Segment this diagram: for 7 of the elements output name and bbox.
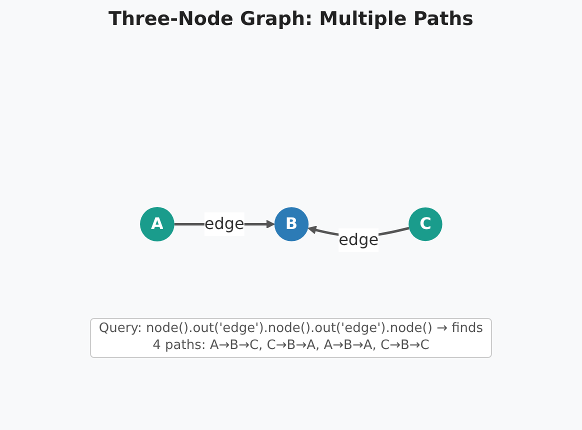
node-circle: B xyxy=(274,208,308,242)
query-note: Query: node().out('edge').node().out('edge').node() → finds 4 paths: A→B→C, C→B→A, A→B→A, C→B→C xyxy=(90,318,492,358)
edge-label: edge xyxy=(204,214,244,234)
edge-label: edge xyxy=(338,230,378,250)
diagram-title: Three-Node Graph: Multiple Paths xyxy=(107,8,474,30)
node-circle: A xyxy=(140,207,174,242)
node-circle: C xyxy=(408,208,442,242)
